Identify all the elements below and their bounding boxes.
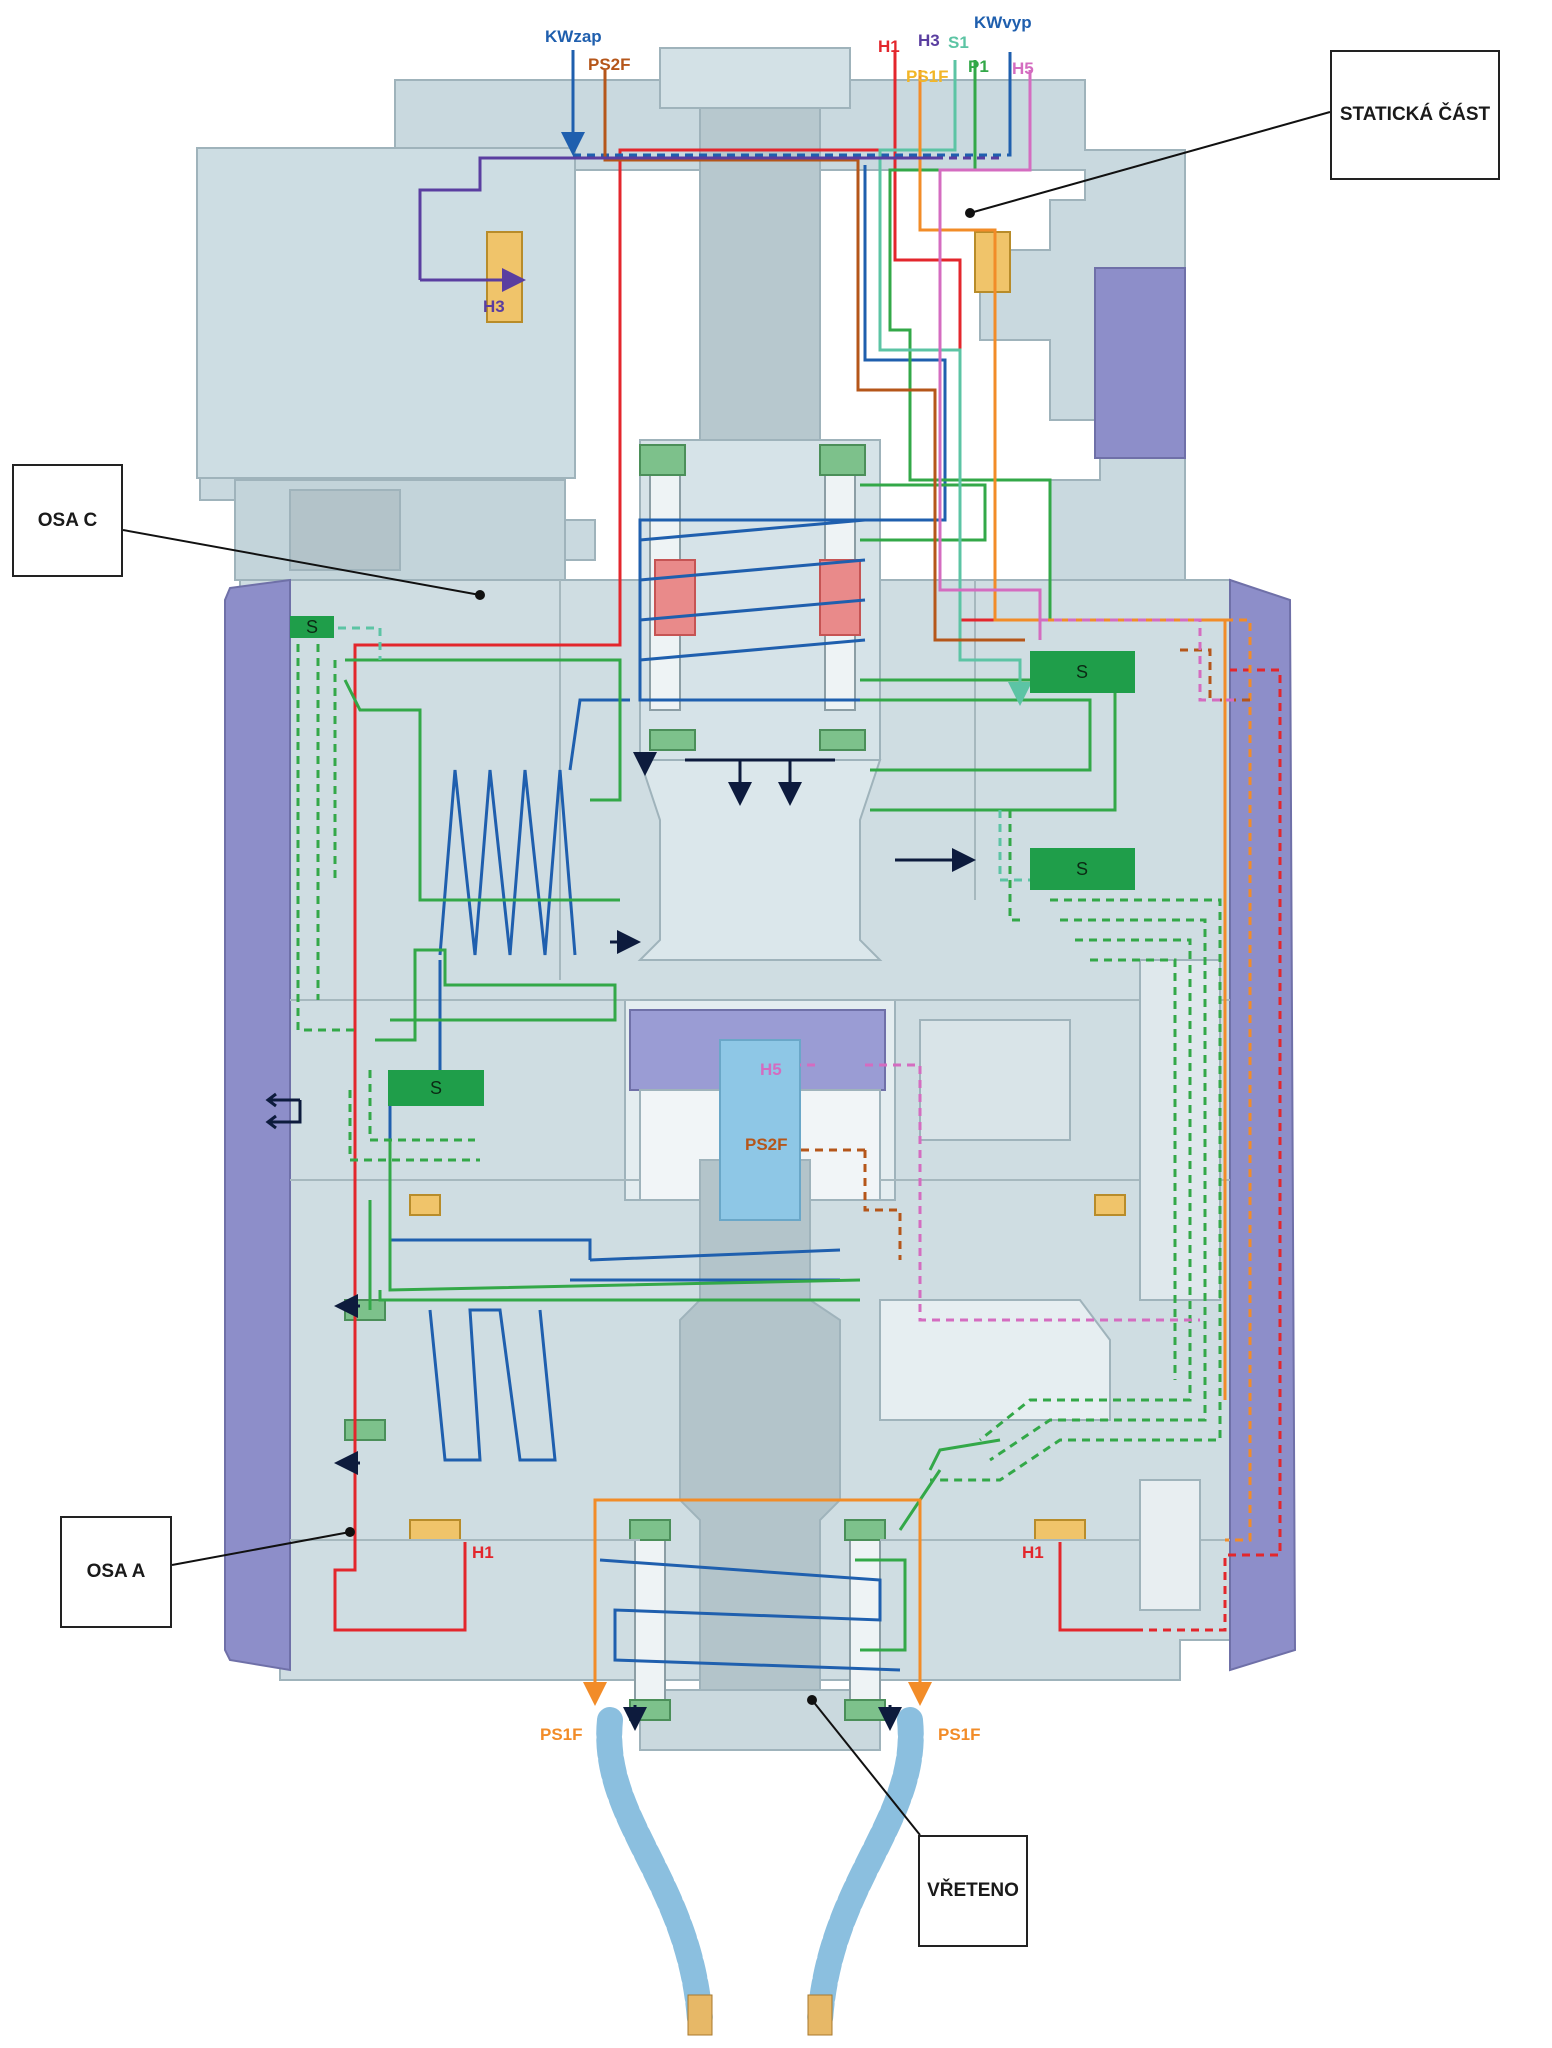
- right-lower-box: [1139, 1479, 1201, 1611]
- s-blocks: S S S S: [290, 616, 1135, 1106]
- callout-staticka-cast-text: STATICKÁ ČÁST: [1339, 104, 1491, 125]
- callout-osa-a: OSA A: [60, 1516, 172, 1628]
- right-hose: [807, 1707, 924, 2033]
- label-ps1f-right: PS1F: [938, 1725, 981, 1744]
- coolant-hoses: [596, 1707, 924, 2036]
- seal-inserts: [654, 559, 861, 636]
- label-ps2f-inner: PS2F: [745, 1135, 788, 1154]
- left-nozzle: [687, 1994, 713, 2036]
- ps1f-circuit: [918, 70, 1227, 1400]
- left-hose: [596, 1707, 713, 2033]
- left-cover: [224, 578, 291, 1672]
- callout-vreteno-text: VŘETENO: [927, 1880, 1019, 1901]
- gear-block: [289, 489, 401, 571]
- s-block-mid-right-label: S: [1076, 859, 1088, 879]
- spindle-cone: [637, 759, 883, 961]
- label-kwvyp: KWvyp: [974, 13, 1032, 32]
- callout-osa-c: OSA C: [12, 464, 123, 577]
- circuits: [296, 50, 1282, 1731]
- top-cap: [659, 47, 851, 109]
- s-block-mid-right: [1030, 848, 1135, 890]
- right-purple-block: [1094, 267, 1186, 459]
- drain-arrows: [334, 752, 976, 1731]
- ps2f-circuit: [603, 70, 1025, 642]
- label-h5-top: H5: [1012, 59, 1034, 78]
- label-ps2f-top: PS2F: [588, 55, 631, 74]
- label-h1-top: H1: [878, 37, 900, 56]
- h3-circuit: [418, 156, 935, 280]
- port-labels: KWzap PS2F H1 H3 S1 PS1F P1 KWvyp H5 H3 …: [472, 13, 1044, 1744]
- s1-circuit: [878, 60, 1032, 706]
- s-block-small: [290, 616, 334, 638]
- h5-circuit: [938, 70, 1042, 640]
- s-block-small-label: S: [306, 617, 318, 637]
- reverse-arrow-icon: [265, 1092, 302, 1130]
- callout-vreteno: VŘETENO: [918, 1835, 1028, 1947]
- s-block-left-label: S: [430, 1078, 442, 1098]
- right-cover: [1229, 578, 1297, 1672]
- label-p1-top: P1: [968, 57, 989, 76]
- label-ps1f-left: PS1F: [540, 1725, 583, 1744]
- label-s1-top: S1: [948, 33, 969, 52]
- callout-staticka-cast: STATICKÁ ČÁST: [1330, 50, 1500, 180]
- leader-lines: [122, 111, 1331, 1836]
- right-nozzle: [807, 1994, 833, 2036]
- s-block-upper-right: [1030, 651, 1135, 693]
- right-tube: [879, 1299, 1111, 1421]
- housing: [196, 47, 1297, 1751]
- callout-osa-c-text: OSA C: [37, 509, 98, 531]
- right-connector: [919, 1019, 1071, 1141]
- label-h1-right: H1: [1022, 1543, 1044, 1562]
- label-h3-top: H3: [918, 31, 940, 50]
- callout-osa-a-text: OSA A: [86, 1561, 146, 1582]
- s-block-upper-right-label: S: [1076, 662, 1088, 682]
- left-coil: [438, 769, 577, 956]
- label-h5-inner: H5: [760, 1060, 782, 1079]
- h1-right-circuit: [1058, 1542, 1135, 1632]
- label-kwzap: KWzap: [545, 27, 602, 46]
- tool-holder: [719, 1039, 801, 1221]
- h1-circuit: [333, 50, 897, 1632]
- label-ps1f-top: PS1F: [906, 67, 949, 86]
- right-motor: [1139, 959, 1221, 1301]
- label-h3-inner: H3: [483, 297, 505, 316]
- label-h1-left: H1: [472, 1543, 494, 1562]
- s-block-left: [388, 1070, 484, 1106]
- lower-coil: [428, 1308, 557, 1462]
